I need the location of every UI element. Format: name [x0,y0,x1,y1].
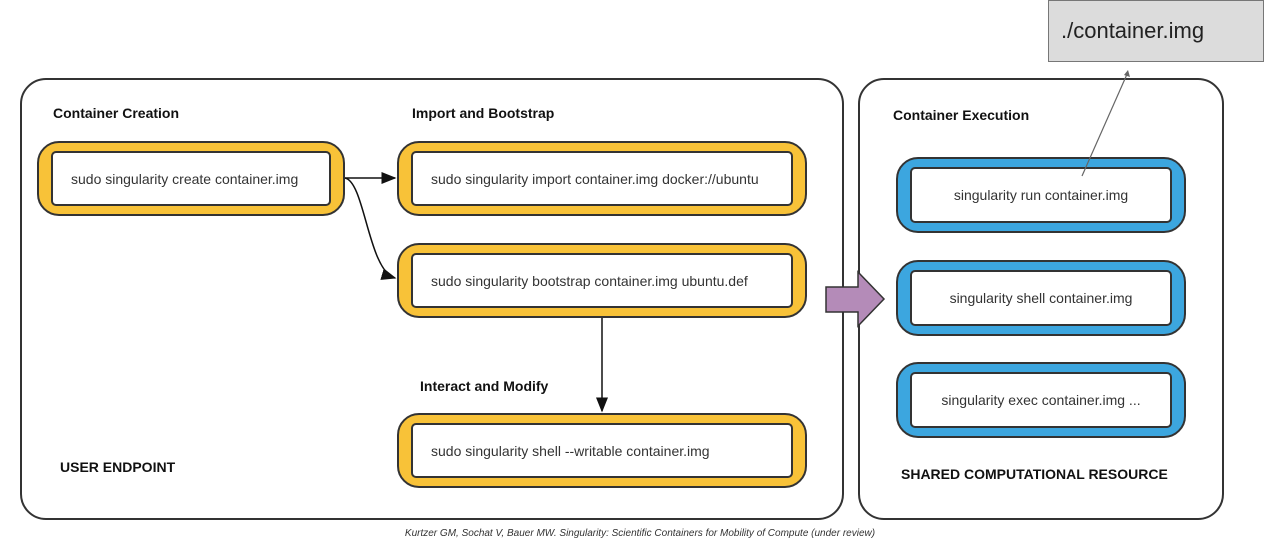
interact-modify-heading: Interact and Modify [420,378,549,394]
shell-command-node[interactable]: singularity shell container.img [896,260,1186,336]
callout-pointer-tip [1124,70,1130,77]
run-command-node[interactable]: singularity run container.img [896,157,1186,233]
import-bootstrap-heading: Import and Bootstrap [412,105,555,121]
import-command-node[interactable]: sudo singularity import container.img do… [397,141,807,216]
shared-resource-label: SHARED COMPUTATIONAL RESOURCE [901,466,1168,482]
bootstrap-command-node[interactable]: sudo singularity bootstrap container.img… [397,243,807,318]
shell-command-text: singularity shell container.img [910,270,1172,326]
container-creation-heading: Container Creation [53,105,180,121]
callout-pointer-line [1081,71,1129,177]
bootstrap-command-text: sudo singularity bootstrap container.img… [411,253,793,308]
shell-writable-command-text: sudo singularity shell --writable contai… [411,423,793,478]
create-command-node[interactable]: sudo singularity create container.img [37,141,345,216]
container-img-callout: ./container.img [1048,0,1264,62]
citation: Kurtzer GM, Sochat V, Bauer MW. Singular… [404,528,876,539]
transition-arrow-icon [825,270,886,328]
exec-command-text: singularity exec container.img ... [910,372,1172,428]
run-command-text: singularity run container.img [910,167,1172,223]
exec-command-node[interactable]: singularity exec container.img ... [896,362,1186,438]
arrow-create-to-bootstrap [344,177,397,280]
shell-writable-command-node[interactable]: sudo singularity shell --writable contai… [397,413,807,488]
import-command-text: sudo singularity import container.img do… [411,151,793,206]
container-execution-heading: Container Execution [893,107,1030,123]
user-endpoint-label: USER ENDPOINT [60,459,176,475]
create-command-text: sudo singularity create container.img [51,151,331,206]
